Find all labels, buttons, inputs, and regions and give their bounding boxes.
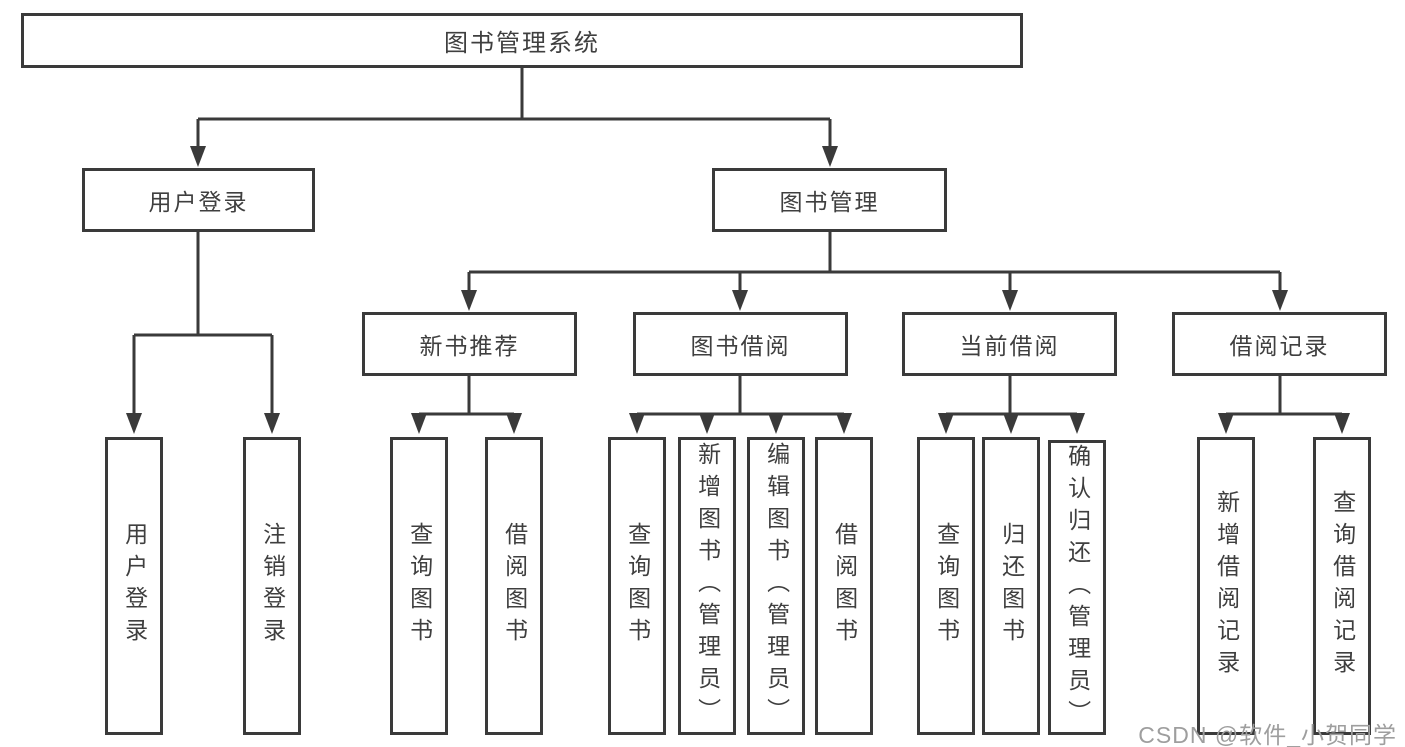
leaf-add-borrow-record: 新增借阅记录 [1197,437,1255,735]
connector-currentborrow-to-leaves [938,376,1085,434]
connector-newbook-to-leaves [411,376,522,434]
node-book-management: 图书管理 [712,168,947,232]
node-label: 查询借阅记录 [1329,490,1356,682]
leaf-return-books: 归还图书 [982,437,1040,735]
node-label: 查询图书 [933,522,960,650]
node-label: 新增借阅记录 [1213,490,1240,682]
connector-root-to-level2 [190,68,838,167]
leaf-query-books-borrow: 查询图书 [608,437,666,735]
node-label: 新书推荐 [419,333,520,359]
node-user-login: 用户登录 [82,168,315,232]
node-label: 新增图书（管理员） [694,442,721,730]
node-label: 当前借阅 [959,333,1060,359]
connector-bookborrow-to-leaves [629,376,852,434]
leaf-query-borrow-record: 查询借阅记录 [1313,437,1371,735]
leaf-user-login: 用户登录 [105,437,163,735]
node-label: 图书管理系统 [444,30,600,57]
node-label: 图书借阅 [690,333,791,359]
node-library-management-system: 图书管理系统 [21,13,1023,68]
node-label: 借阅图书 [501,522,528,650]
node-borrowing-records: 借阅记录 [1172,312,1387,376]
leaf-query-books-recommend: 查询图书 [390,437,448,735]
node-current-borrowing: 当前借阅 [902,312,1117,376]
node-label: 查询图书 [406,522,433,650]
connector-userlogin-to-leaves [126,232,280,434]
leaf-edit-books-admin: 编辑图书（管理员） [747,437,805,735]
node-label: 图书管理 [779,189,880,215]
connector-borrowrecords-to-leaves [1218,376,1350,434]
node-new-book-recommendation: 新书推荐 [362,312,577,376]
node-label: 注销登录 [259,522,286,650]
csdn-watermark: CSDN @软件_小贺同学 [1138,722,1397,747]
leaf-add-books-admin: 新增图书（管理员） [678,437,736,735]
leaf-borrow-books-recommend: 借阅图书 [485,437,543,735]
leaf-confirm-return-admin: 确认归还（管理员） [1048,440,1106,735]
leaf-query-books-current: 查询图书 [917,437,975,735]
node-book-borrowing: 图书借阅 [633,312,848,376]
node-label: 用户登录 [121,522,148,650]
node-label: 借阅图书 [831,522,858,650]
node-label: 确认归还（管理员） [1064,443,1091,732]
node-label: 查询图书 [624,522,651,650]
leaf-logout: 注销登录 [243,437,301,735]
leaf-borrow-books: 借阅图书 [815,437,873,735]
node-label: 借阅记录 [1229,333,1330,359]
node-label: 用户登录 [148,189,249,215]
connector-bookmgmt-to-level3 [461,232,1288,311]
node-label: 编辑图书（管理员） [763,442,790,730]
node-label: 归还图书 [998,522,1025,650]
